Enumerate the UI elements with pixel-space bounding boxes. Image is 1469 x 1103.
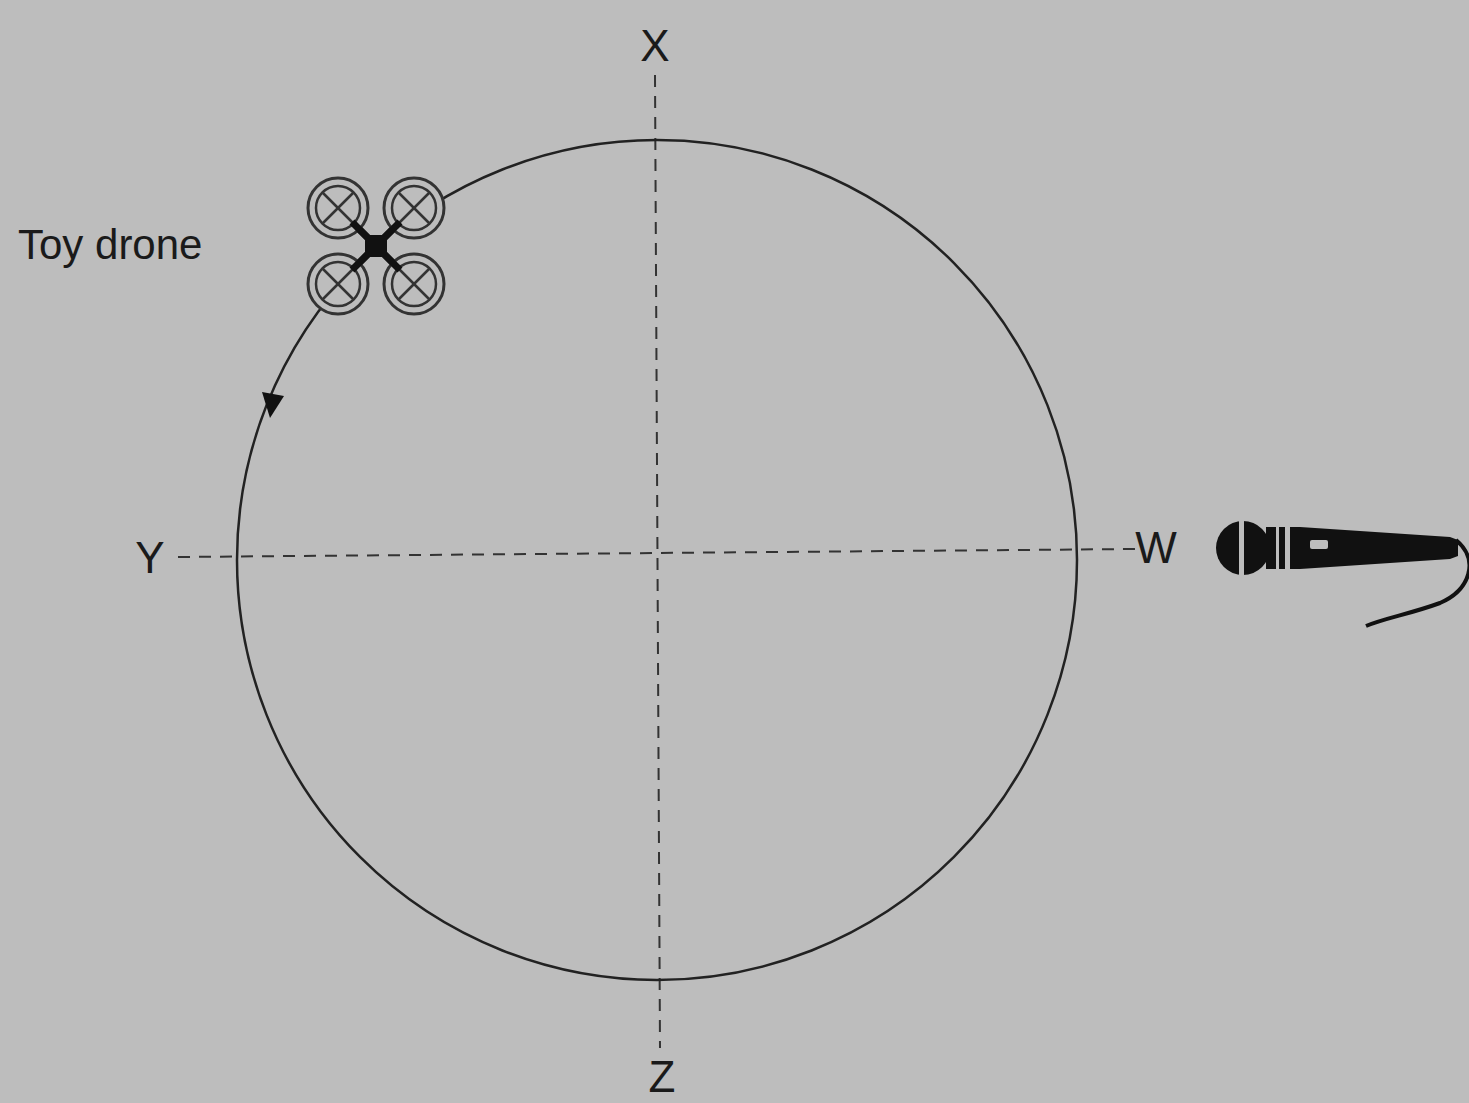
drone-icon bbox=[308, 178, 444, 314]
horizontal-axis bbox=[178, 549, 1136, 557]
drone-label: Toy drone bbox=[18, 224, 202, 266]
flight-path bbox=[237, 140, 1077, 980]
axis-label: X bbox=[640, 24, 669, 68]
axis-label: Z bbox=[649, 1055, 676, 1099]
direction-arrow bbox=[262, 392, 284, 418]
axis-label: W bbox=[1135, 526, 1177, 570]
axis-label: Y bbox=[135, 536, 164, 580]
vertical-axis bbox=[655, 75, 660, 1048]
microphone-icon bbox=[1216, 520, 1469, 626]
